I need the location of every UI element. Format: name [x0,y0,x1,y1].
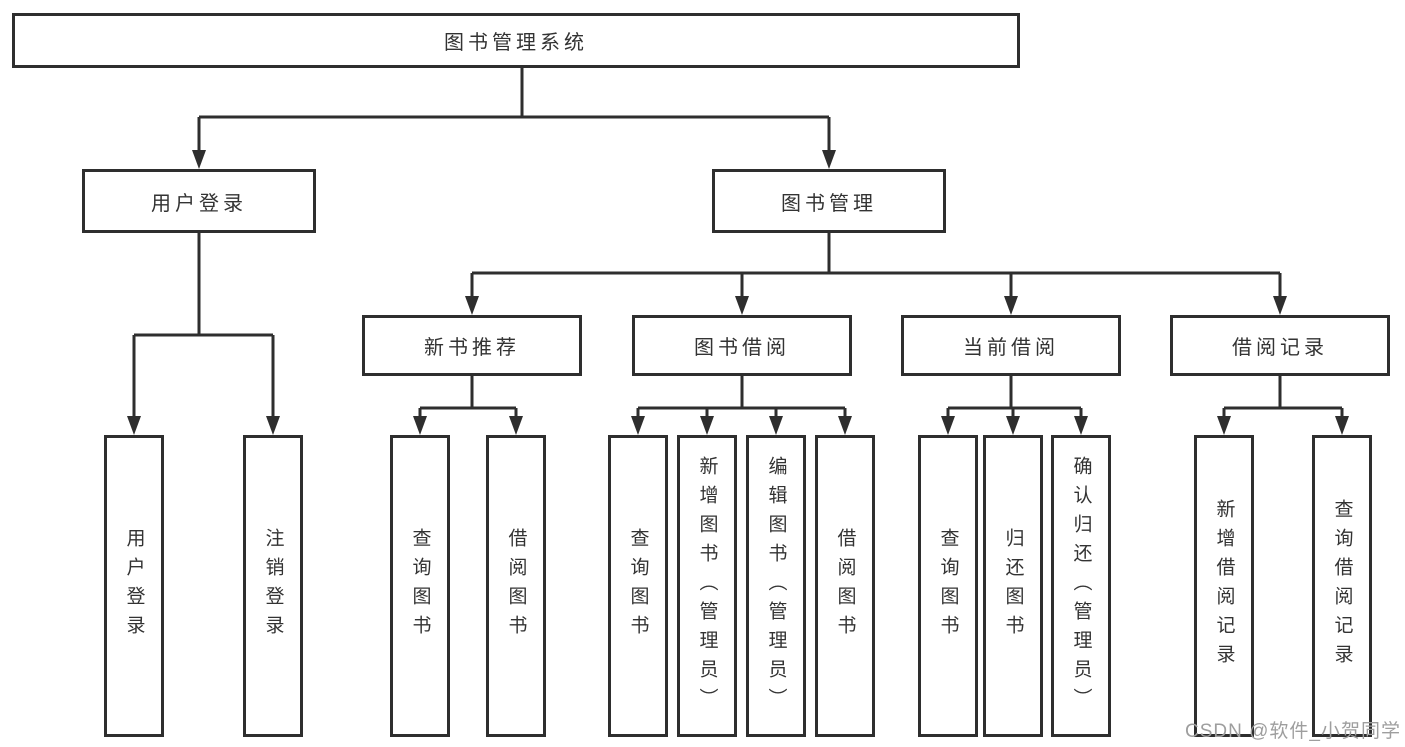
csdn-watermark: CSDN @软件_小贺同学 [1185,721,1401,742]
node-label: 新书推荐 [424,337,520,359]
node-label: 注销登录 [262,528,284,644]
node-book-borrowing: 图书借阅 [632,315,852,376]
node-label: 借阅图书 [505,528,527,644]
node-label: 新增图书（管理员） [696,455,718,717]
leaf-query-books: 查询图书 [608,435,668,737]
node-user-login: 用户登录 [82,169,316,233]
connector-current-children [946,376,1083,418]
arrowheads-newbook-children [413,416,523,435]
leaf-borrow-books: 借阅图书 [486,435,546,737]
connector-root-to-level2 [197,68,831,152]
arrowheads-userlogin-children [127,416,280,435]
node-label: 用户登录 [123,528,145,644]
leaf-logout: 注销登录 [243,435,303,737]
node-current-borrowing: 当前借阅 [901,315,1121,376]
leaf-edit-books-admin: 编辑图书（管理员） [746,435,806,737]
node-new-book-recommendation: 新书推荐 [362,315,582,376]
node-label: 当前借阅 [963,337,1059,359]
node-book-management: 图书管理 [712,169,946,233]
leaf-query-borrowing-record: 查询借阅记录 [1312,435,1372,737]
node-library-management-system: 图书管理系统 [12,13,1020,68]
leaf-confirm-return-admin: 确认归还（管理员） [1051,435,1111,737]
leaf-return-books: 归还图书 [983,435,1043,737]
arrowheads-level3 [465,296,1287,315]
node-label: 借阅图书 [834,528,856,644]
node-label: 用户登录 [151,192,247,215]
node-label: 图书借阅 [694,337,790,359]
connector-newbook-children [418,376,518,418]
node-label: 图书管理系统 [444,32,588,54]
arrowheads-borrowing-children [631,416,852,435]
node-label: 归还图书 [1002,528,1024,644]
leaf-query-books: 查询图书 [390,435,450,737]
node-label: 查询图书 [409,528,431,644]
arrowheads-current-children [941,416,1088,435]
node-borrowing-records: 借阅记录 [1170,315,1390,376]
leaf-query-books: 查询图书 [918,435,978,737]
connector-records-children [1222,376,1344,418]
node-label: 查询借阅记录 [1331,499,1353,673]
node-label: 查询图书 [627,528,649,644]
leaf-add-books-admin: 新增图书（管理员） [677,435,737,737]
leaf-add-borrowing-record: 新增借阅记录 [1194,435,1254,737]
node-label: 确认归还（管理员） [1070,455,1092,717]
node-label: 编辑图书（管理员） [765,455,787,717]
connector-borrowing-children [636,376,847,418]
node-label: 查询图书 [937,528,959,644]
node-label: 新增借阅记录 [1213,499,1235,673]
leaf-user-login: 用户登录 [104,435,164,737]
arrowheads-records-children [1217,416,1349,435]
node-label: 图书管理 [781,192,877,215]
arrowheads-level2 [192,150,836,169]
leaf-borrow-books: 借阅图书 [815,435,875,737]
node-label: 借阅记录 [1232,337,1328,359]
connector-userlogin-children [132,233,275,418]
connector-bookmgmt-level3 [470,233,1282,298]
